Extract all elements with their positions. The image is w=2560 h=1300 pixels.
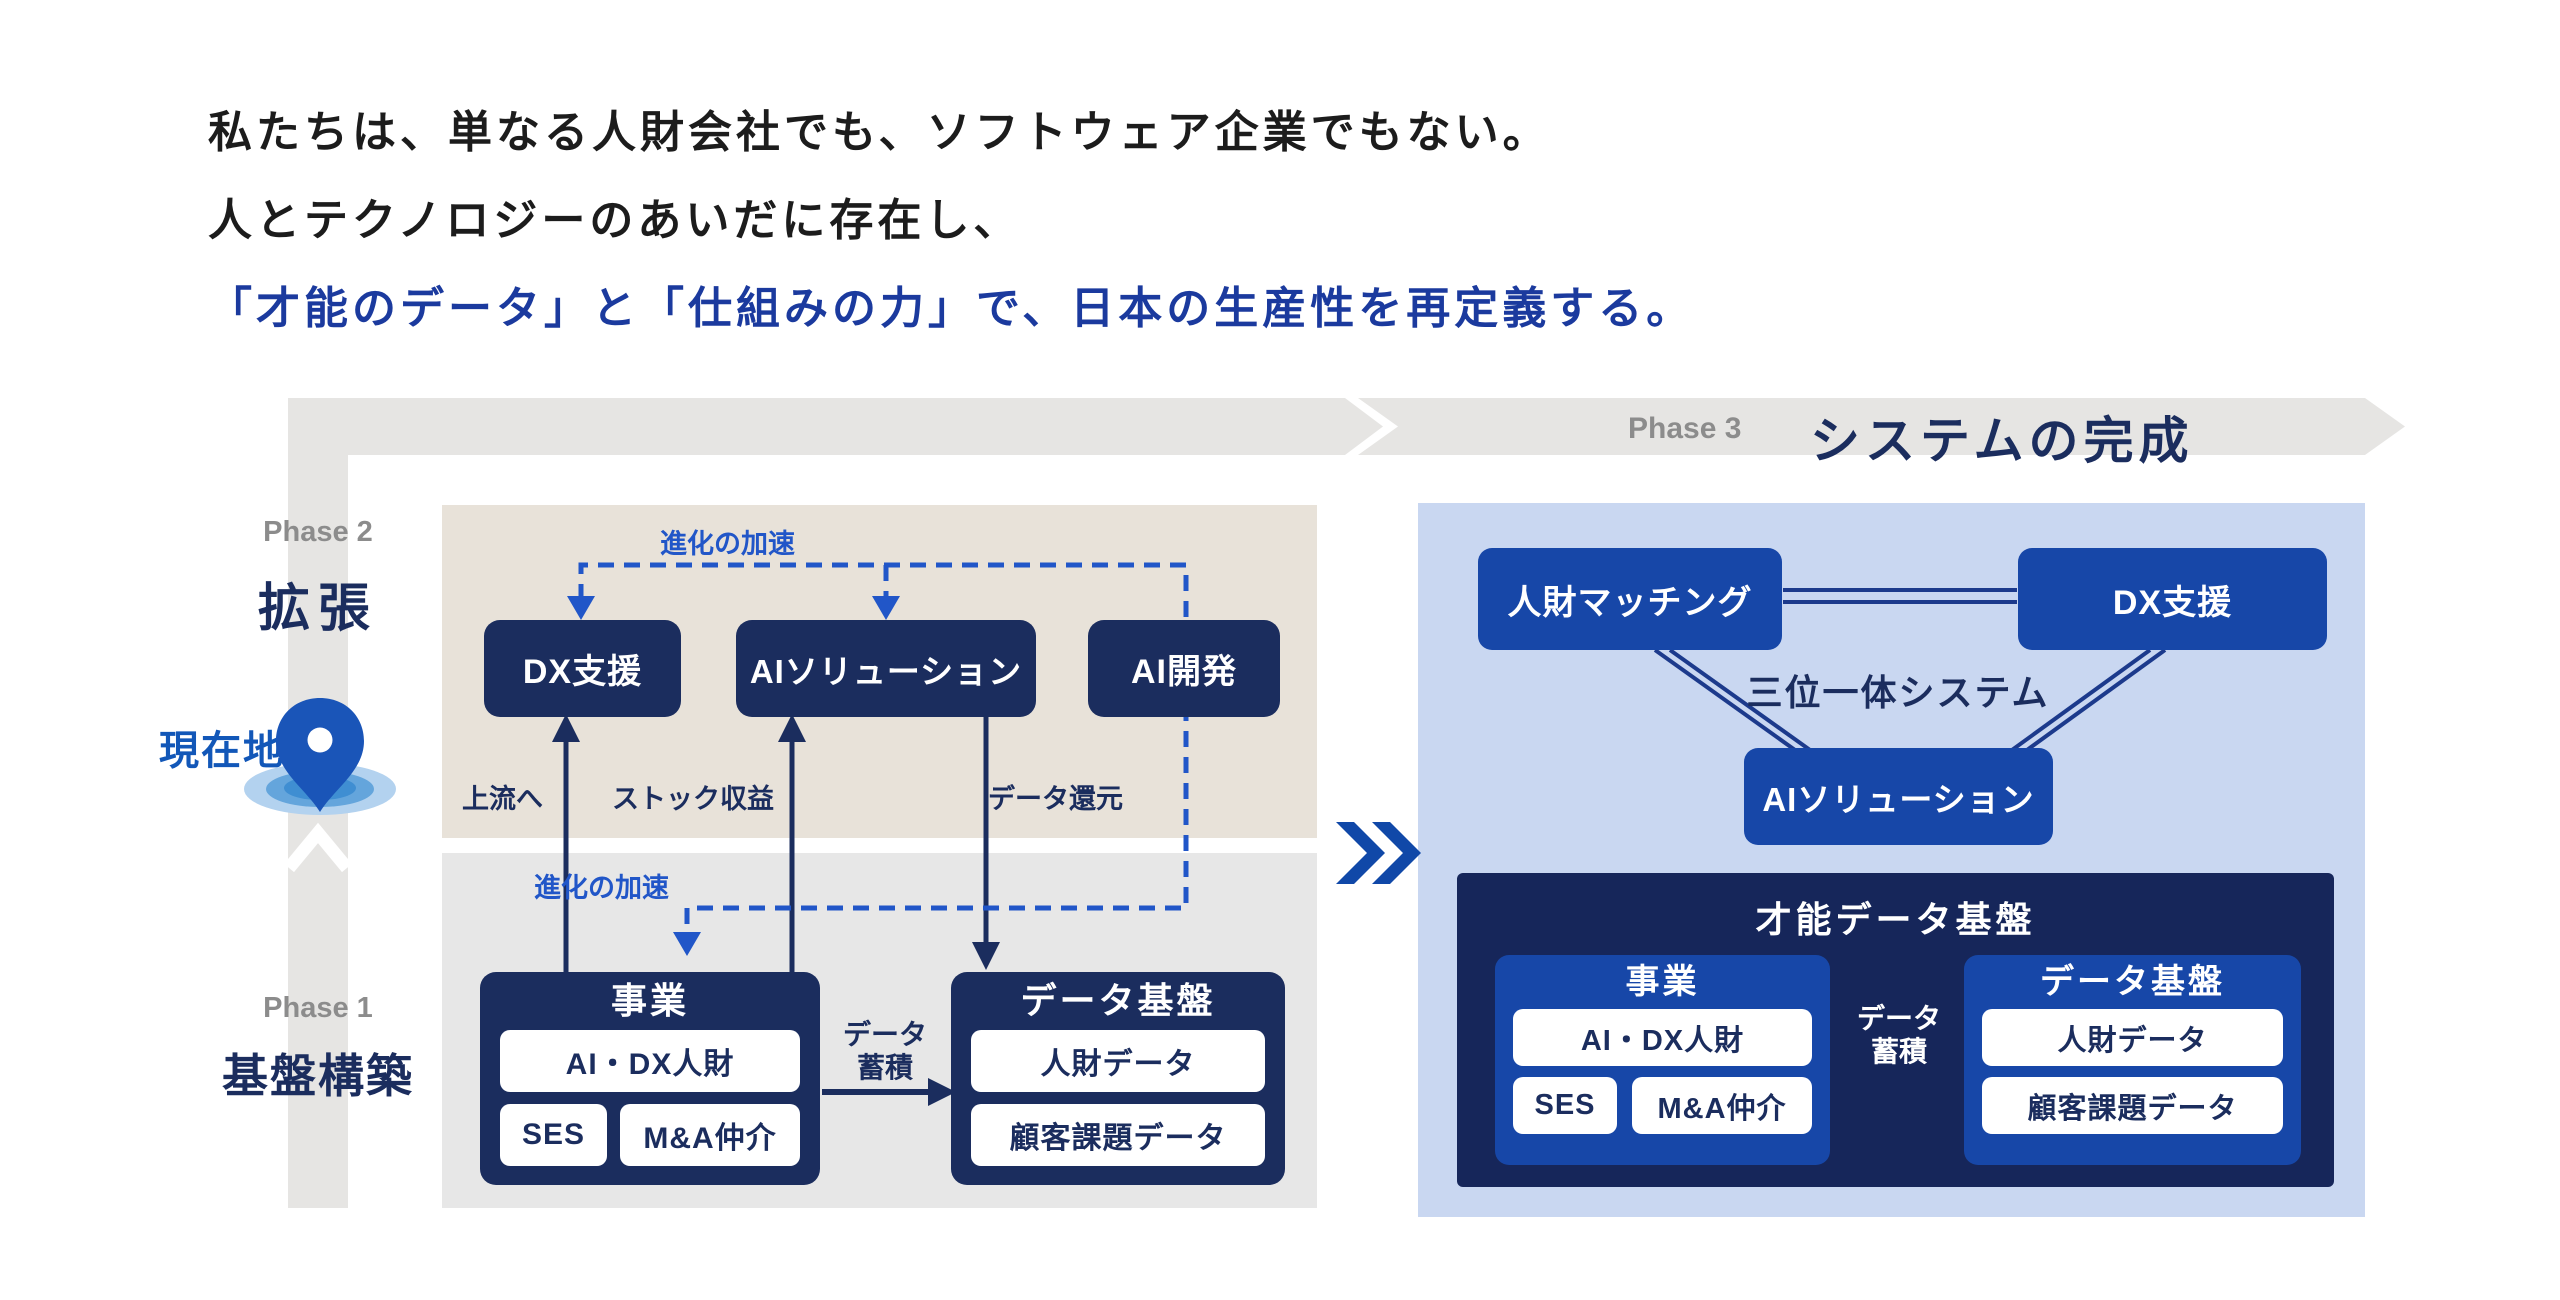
data-accumulation-right-line2: 蓄積 <box>1870 1036 1927 1067</box>
chip-ai-dx-talent-right: AI・DX人財 <box>1513 1009 1812 1066</box>
current-location-label: 現在地 <box>159 729 285 773</box>
data-foundation-box-right-title: データ基盤 <box>2040 963 2225 1001</box>
evolution-label-top: 進化の加速 <box>660 529 795 559</box>
phase1-label: Phase 1 <box>263 992 373 1024</box>
data-accumulation-line1: データ <box>842 1019 927 1050</box>
data-foundation-items: 人財データ 顧客課題データ <box>951 1030 1285 1166</box>
chip-ses: SES <box>500 1104 607 1166</box>
data-foundation-right-items: 人財データ 顧客課題データ <box>1964 1009 2301 1134</box>
chip-ma-brokerage-right: M&A仲介 <box>1632 1077 1812 1134</box>
trinity-system-label: 三位一体システム <box>1746 672 2050 713</box>
data-return-label: データ還元 <box>988 784 1123 814</box>
data-foundation-box-right: データ基盤 人財データ 顧客課題データ <box>1964 955 2301 1165</box>
talent-data-platform-title: 才能データ基盤 <box>1755 899 2036 940</box>
data-accumulation-label: データ 蓄積 <box>830 1018 940 1084</box>
headline-line-3: 「才能のデータ」と「仕組みの力」で、日本の生産性を再定義する。 <box>208 284 1695 333</box>
ai-development-box: AI開発 <box>1088 620 1280 717</box>
phase1-title: 基盤構築 <box>222 1050 414 1102</box>
chip-ses-right: SES <box>1513 1077 1617 1134</box>
phase-band-segment-2 <box>1358 398 2405 455</box>
phase2-label: Phase 2 <box>263 516 373 548</box>
chip-talent-data: 人財データ <box>971 1030 1265 1092</box>
business-box-right-title: 事業 <box>1625 963 1700 1001</box>
chip-talent-data-right: 人財データ <box>1982 1009 2283 1066</box>
headline-line-1: 私たちは、単なる人財会社でも、ソフトウェア企業でもない。 <box>208 108 1551 157</box>
chip-ma-brokerage: M&A仲介 <box>620 1104 800 1166</box>
double-chevron-icon <box>1336 822 1421 884</box>
business-box-right-items: AI・DX人財 SES M&A仲介 <box>1495 1009 1830 1134</box>
data-foundation-box-title: データ基盤 <box>1020 980 1216 1021</box>
chip-customer-issue-data: 顧客課題データ <box>971 1104 1265 1166</box>
data-accumulation-label-right: データ 蓄積 <box>1844 1002 1954 1068</box>
chip-ai-dx-talent: AI・DX人財 <box>500 1030 800 1092</box>
business-box-title: 事業 <box>610 980 689 1021</box>
business-box-right: 事業 AI・DX人財 SES M&A仲介 <box>1495 955 1830 1165</box>
headline-line-2: 人とテクノロジーのあいだに存在し、 <box>208 196 1022 245</box>
data-accumulation-line2: 蓄積 <box>856 1052 913 1083</box>
evolution-label-bottom: 進化の加速 <box>534 873 669 903</box>
stock-revenue-label: ストック収益 <box>612 784 774 814</box>
ai-solution-box: AIソリューション <box>736 620 1036 717</box>
phase3-title: システムの完成 <box>1810 413 2194 469</box>
business-box: 事業 AI・DX人財 SES M&A仲介 <box>480 972 820 1185</box>
phase3-label: Phase 3 <box>1628 412 1742 445</box>
upstream-label: 上流へ <box>462 784 543 814</box>
data-foundation-box: データ基盤 人財データ 顧客課題データ <box>951 972 1285 1185</box>
data-accumulation-right-line1: データ <box>1856 1003 1941 1034</box>
dx-support-box: DX支援 <box>484 620 681 717</box>
business-box-items: AI・DX人財 SES M&A仲介 <box>480 1030 820 1166</box>
chip-customer-issue-data-right: 顧客課題データ <box>1982 1077 2283 1134</box>
ai-solution-box-right: AIソリューション <box>1744 748 2053 845</box>
talent-matching-box: 人財マッチング <box>1478 548 1782 650</box>
phase-band-segment-1 <box>288 398 1383 455</box>
phase2-title: 拡張 <box>257 580 378 638</box>
dx-support-box-right: DX支援 <box>2018 548 2327 650</box>
